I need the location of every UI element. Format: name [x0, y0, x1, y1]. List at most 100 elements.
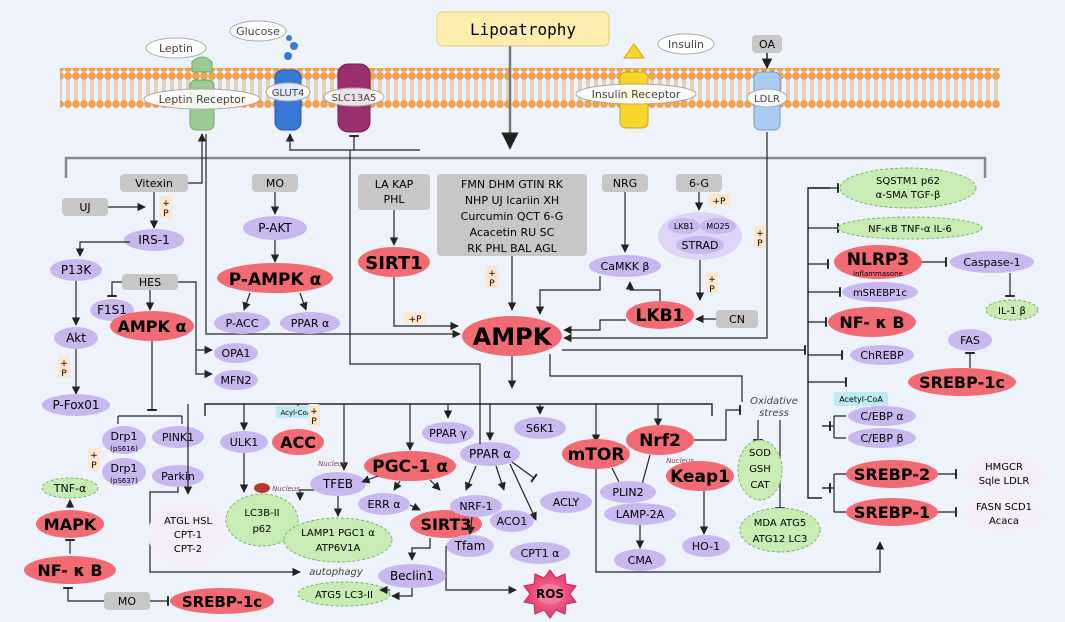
mda-cluster: MDA ATG5 ATG12 LC3 [739, 507, 821, 553]
mo-bottom-box: MO [104, 592, 150, 610]
il1b-oval: IL-1 β [985, 299, 1039, 321]
svg-text:C/EBP α: C/EBP α [860, 410, 903, 423]
svg-text:Keap1: Keap1 [670, 467, 730, 487]
svg-text:P: P [61, 369, 67, 379]
svg-text:NLRP3: NLRP3 [847, 250, 909, 270]
svg-text:Insulin Receptor: Insulin Receptor [592, 88, 681, 101]
svg-text:ACLY: ACLY [553, 496, 580, 509]
svg-text:α-SMA TGF-β: α-SMA TGF-β [876, 190, 941, 201]
svg-text:IL-1 β: IL-1 β [998, 306, 1026, 317]
svg-text:ERR α: ERR α [368, 498, 401, 511]
svg-text:MO: MO [118, 595, 136, 608]
svg-text:P: P [163, 209, 169, 219]
svg-text:HMGCR: HMGCR [985, 462, 1023, 473]
node-pink1: PINK1 [152, 426, 204, 448]
svg-text:MAPK: MAPK [44, 515, 97, 534]
svg-text:P13K: P13K [61, 263, 93, 277]
plus-p-strad: + P [706, 272, 718, 295]
svg-text:CPT-1: CPT-1 [174, 530, 202, 541]
svg-text:Acyl-CoA: Acyl-CoA [280, 409, 311, 417]
nrg-box: NRG [602, 174, 648, 192]
svg-text:Caspase-1: Caspase-1 [963, 256, 1020, 269]
svg-text:+: + [708, 275, 716, 285]
hes-box: HES [122, 274, 178, 290]
vitexin-box: Vitexin [120, 174, 188, 192]
node-ampk-alpha: AMPK α [110, 311, 194, 341]
svg-text:+: + [90, 451, 98, 461]
svg-text:LKB1: LKB1 [636, 306, 685, 326]
svg-text:MFN2: MFN2 [220, 374, 251, 387]
compound-group-box: FMN DHM GTIN RK NHP UJ Icariin XH Curcum… [437, 174, 587, 256]
svg-text:stress: stress [759, 408, 789, 419]
svg-text:C/EBP β: C/EBP β [860, 432, 903, 445]
node-p13k: P13K [50, 259, 102, 281]
svg-text:CAT: CAT [750, 480, 770, 491]
svg-text:Insulin: Insulin [668, 38, 704, 51]
svg-text:NRF-1: NRF-1 [459, 500, 492, 513]
svg-text:SOD: SOD [749, 448, 771, 459]
node-srebp1c-bottom: SREBP-1c [170, 588, 274, 614]
svg-text:STRAD: STRAD [682, 239, 719, 252]
svg-text:SLC13A5: SLC13A5 [332, 93, 377, 104]
ros-burst: ROS [523, 569, 577, 619]
svg-text:Curcumin QCT 6-G: Curcumin QCT 6-G [461, 210, 564, 223]
svg-text:NHP UJ Icariin XH: NHP UJ Icariin XH [465, 194, 559, 207]
node-ampk: AMPK [462, 316, 562, 356]
uj-box: UJ [62, 198, 108, 216]
svg-text:SREBP-1c: SREBP-1c [919, 373, 1005, 392]
svg-text:+: + [488, 269, 496, 279]
svg-text:Acacetin RU SC: Acacetin RU SC [470, 226, 555, 239]
svg-text:(pS637): (pS637) [110, 477, 138, 485]
svg-text:(pS616): (pS616) [110, 445, 138, 453]
node-opa1: OPA1 [214, 343, 258, 363]
svg-text:MDA ATG5: MDA ATG5 [754, 518, 806, 529]
node-ppar-gamma: PPAR γ [422, 422, 474, 444]
title-text: Lipoatrophy [470, 20, 576, 39]
svg-text:+: + [60, 359, 68, 369]
node-mfn2: MFN2 [214, 370, 258, 390]
glut4-label: GLUT4 [265, 82, 311, 102]
plus-p-group: + P [486, 266, 498, 289]
svg-text:TFEB: TFEB [322, 477, 353, 491]
node-srebp1: SREBP-1 [846, 498, 938, 526]
svg-text:+P: +P [713, 197, 727, 207]
node-ulk1: ULK1 [220, 431, 268, 453]
node-keap1: Keap1 [666, 461, 734, 491]
svg-text:LC3B-II: LC3B-II [244, 508, 279, 519]
node-p-ampk-alpha: P-AMPK α [217, 263, 333, 293]
leptin-label: Leptin [145, 37, 207, 59]
svg-text:P: P [311, 417, 317, 427]
svg-text:SIRT3: SIRT3 [420, 515, 471, 534]
oa-box: OA [752, 35, 782, 53]
svg-text:+: + [756, 229, 764, 239]
svg-text:P-AMPK α: P-AMPK α [229, 270, 322, 290]
node-cpt1a: CPT1 α [510, 542, 570, 564]
svg-text:AMPK α: AMPK α [118, 317, 187, 336]
node-aco1: ACO1 [490, 510, 534, 532]
svg-text:ROS: ROS [536, 587, 564, 601]
node-plin2: PLIN2 [600, 481, 656, 503]
node-s6k1: S6K1 [514, 417, 566, 439]
mo-box: MO [252, 174, 298, 192]
node-beclin1: Beclin1 [378, 564, 446, 588]
node-tfam: Tfam [446, 535, 494, 557]
svg-text:GLUT4: GLUT4 [272, 88, 305, 99]
svg-text:IRS-1: IRS-1 [138, 233, 169, 247]
svg-text:+: + [162, 199, 170, 209]
svg-text:ATG12 LC3: ATG12 LC3 [753, 534, 808, 545]
svg-text:GSH: GSH [749, 464, 771, 475]
fasn-cluster: FASN SCD1 Acaca [962, 494, 1046, 534]
leptin-receptor-label: Leptin Receptor [143, 88, 261, 110]
svg-text:Drp1: Drp1 [111, 430, 138, 443]
svg-text:Nucleus: Nucleus [318, 460, 346, 468]
svg-text:ACO1: ACO1 [497, 515, 528, 528]
acetyl-coa-tag: Acetyl-CoA [834, 392, 888, 406]
svg-text:PGC-1 α: PGC-1 α [372, 457, 448, 477]
svg-text:mSREBP1c: mSREBP1c [853, 288, 907, 299]
svg-text:SREBP-1: SREBP-1 [854, 503, 930, 522]
svg-text:6-G: 6-G [689, 177, 709, 190]
la-kap-phl-box: LA KAP PHL [358, 174, 430, 210]
node-p-acc: P-ACC [214, 312, 270, 334]
node-pgc1a: PGC-1 α [364, 451, 456, 481]
